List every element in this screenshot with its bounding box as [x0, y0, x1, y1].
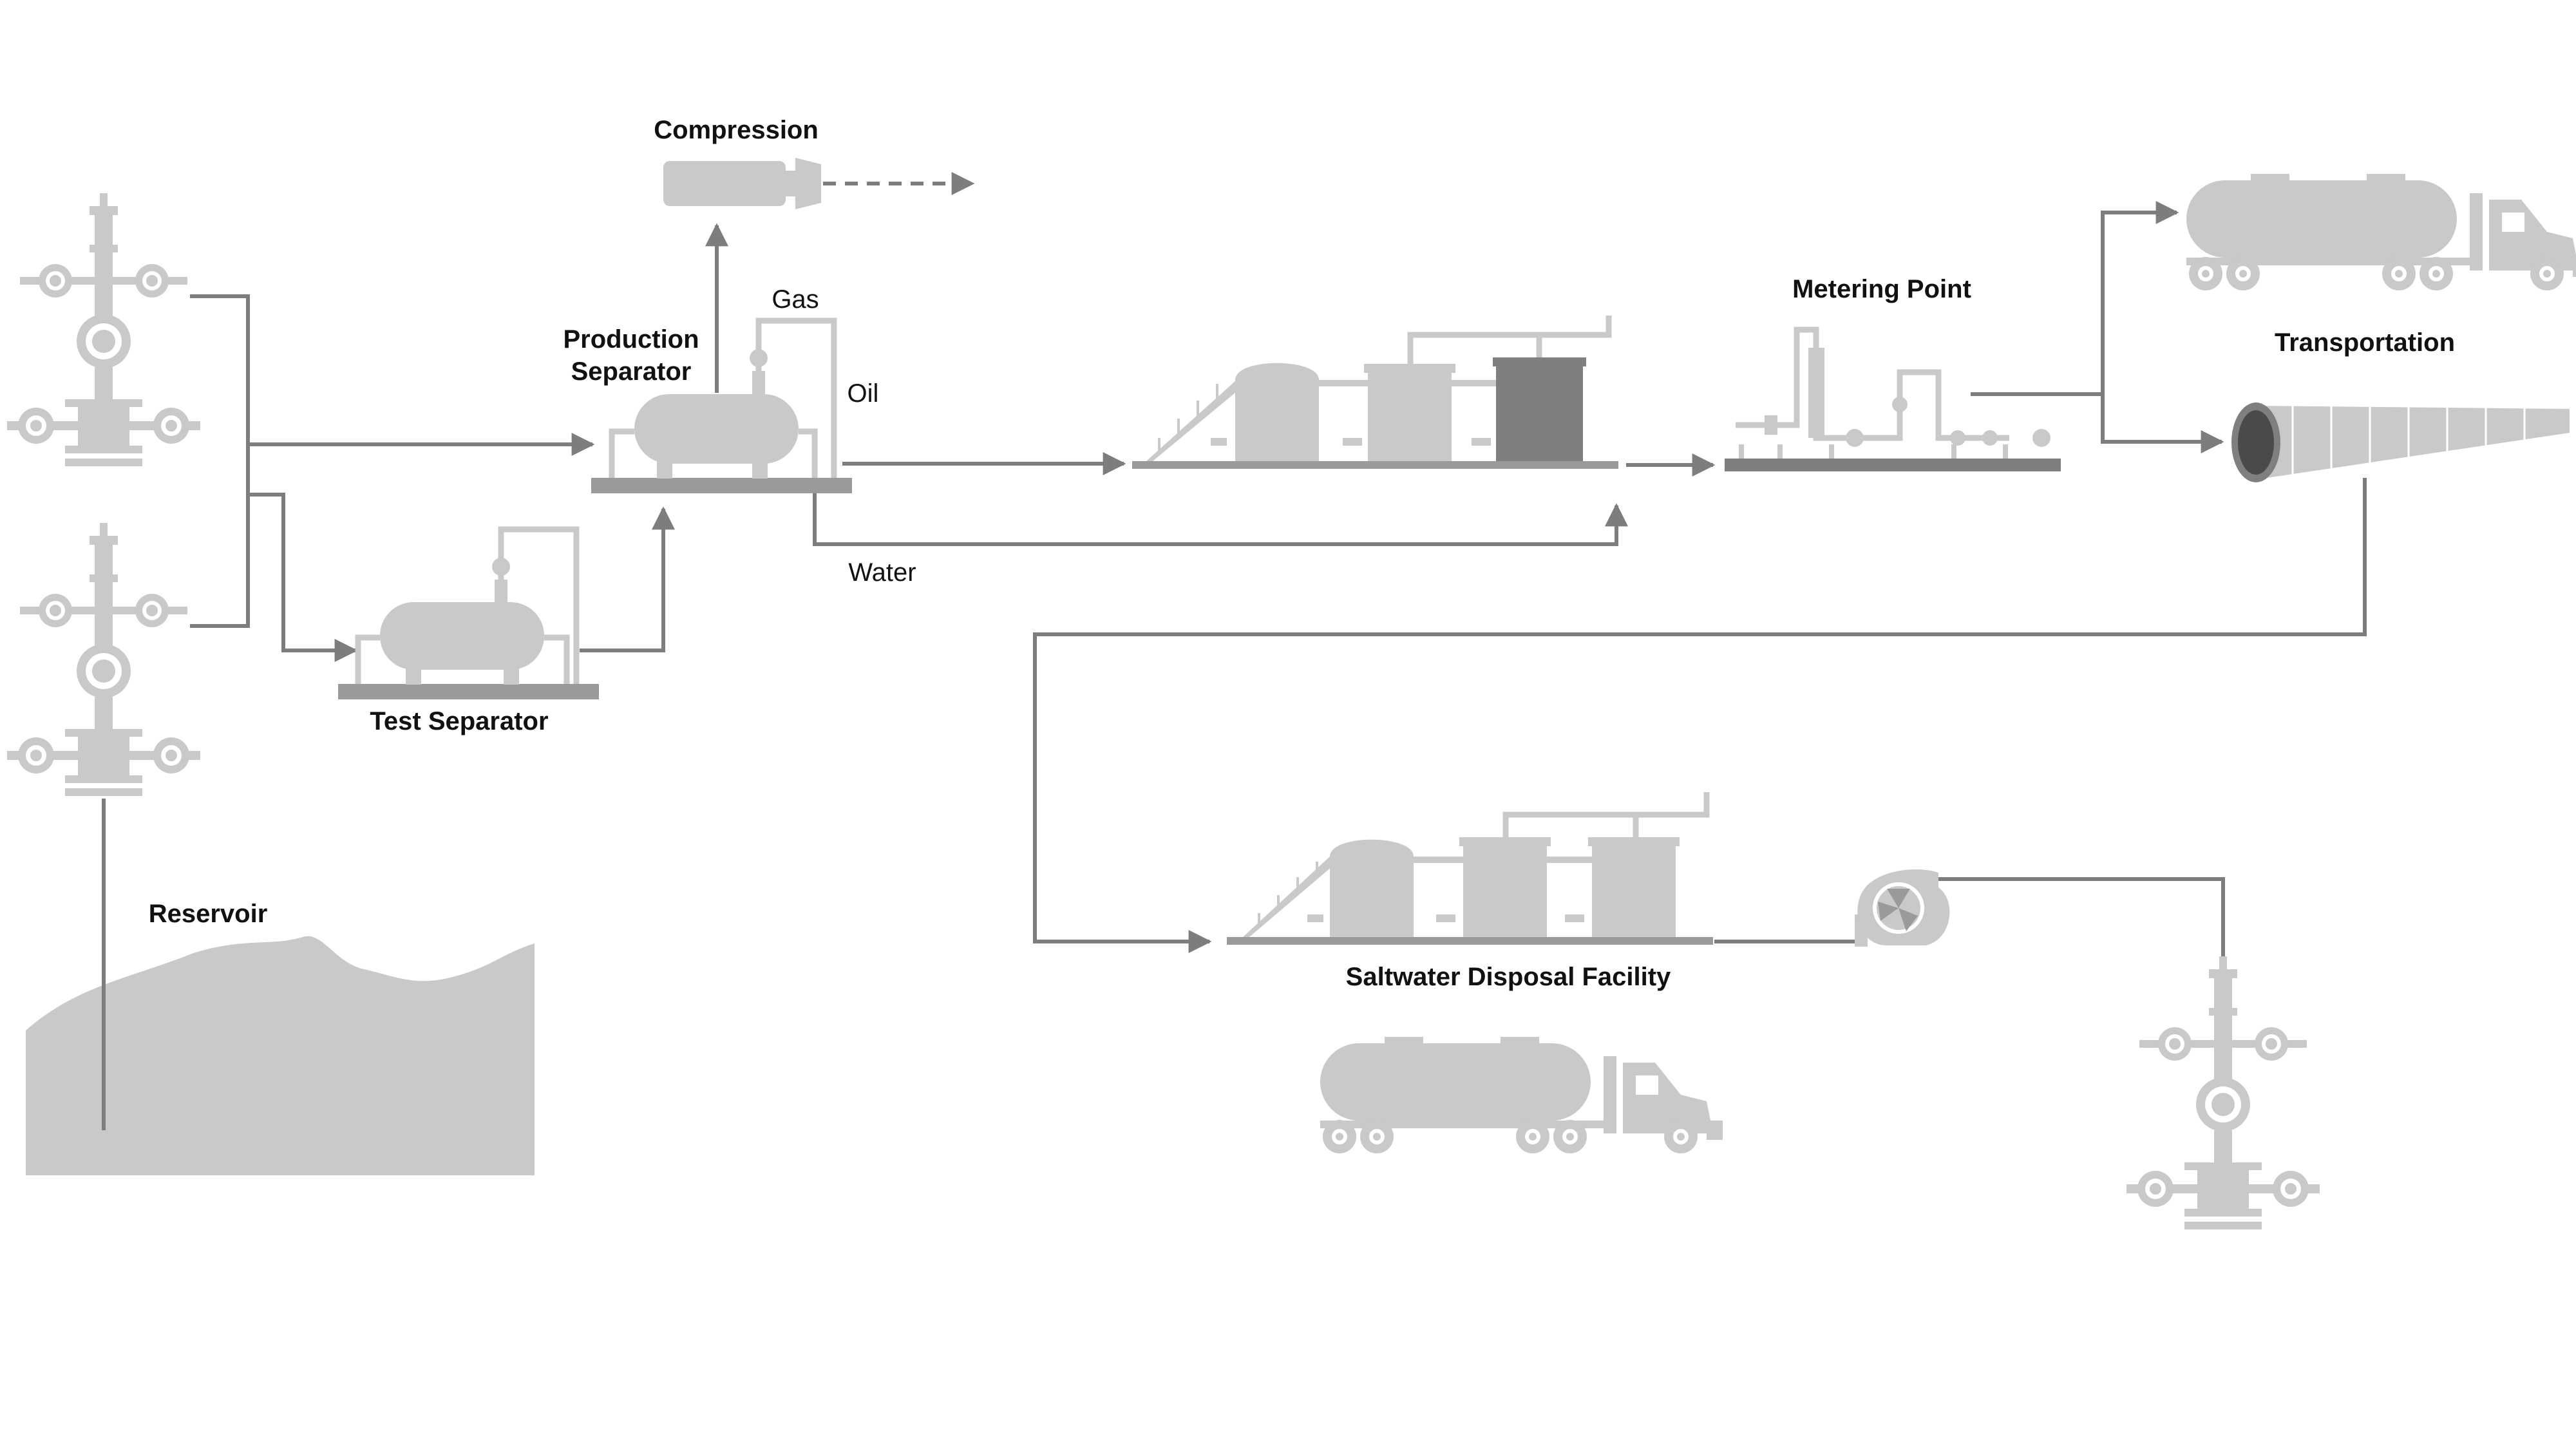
flow-pump-to-well [1938, 877, 2225, 972]
wellhead-icon-2 [7, 523, 200, 796]
test-separator-icon [338, 526, 599, 699]
flow-to-truck [2101, 201, 2179, 394]
label-test-separator: Test Separator [370, 707, 548, 735]
label-reservoir: Reservoir [149, 900, 268, 928]
label-production-separator-1: Production [563, 325, 699, 354]
flow-test-to-production [580, 506, 675, 652]
label-production-separator-2: Separator [571, 357, 692, 386]
flow-wellhead1-to-production [190, 294, 595, 456]
wellhead-icon-1 [7, 193, 200, 466]
tanker-truck-icon-transport [2186, 174, 2576, 290]
pump-icon [1855, 869, 1950, 947]
label-water: Water [848, 558, 916, 587]
label-gas: Gas [772, 285, 819, 314]
label-oil: Oil [848, 379, 879, 408]
flow-wellhead2-header [190, 444, 250, 628]
pipeline-icon [2231, 402, 2570, 482]
reservoir-shape [26, 936, 535, 1175]
tank-battery-icon [1132, 316, 1618, 469]
label-compression: Compression [654, 116, 819, 144]
flow-water [813, 493, 1628, 546]
flow-to-pipeline [2101, 394, 2224, 453]
flow-to-test-separator [248, 493, 358, 662]
label-saltwater-disposal: Saltwater Disposal Facility [1346, 963, 1671, 991]
wellhead-icon-injection [2126, 956, 2320, 1229]
metering-skid-icon [1725, 327, 2061, 471]
flow-to-disposal [1033, 478, 2367, 953]
tanker-truck-icon-disposal [1320, 1037, 1723, 1153]
disposal-tank-battery-icon [1227, 792, 1713, 945]
label-metering-point: Metering Point [1792, 275, 1971, 303]
production-separator-icon [591, 317, 852, 493]
flow-lines [102, 172, 2367, 1130]
label-transportation: Transportation [2275, 328, 2455, 357]
compressor-icon [663, 158, 821, 209]
